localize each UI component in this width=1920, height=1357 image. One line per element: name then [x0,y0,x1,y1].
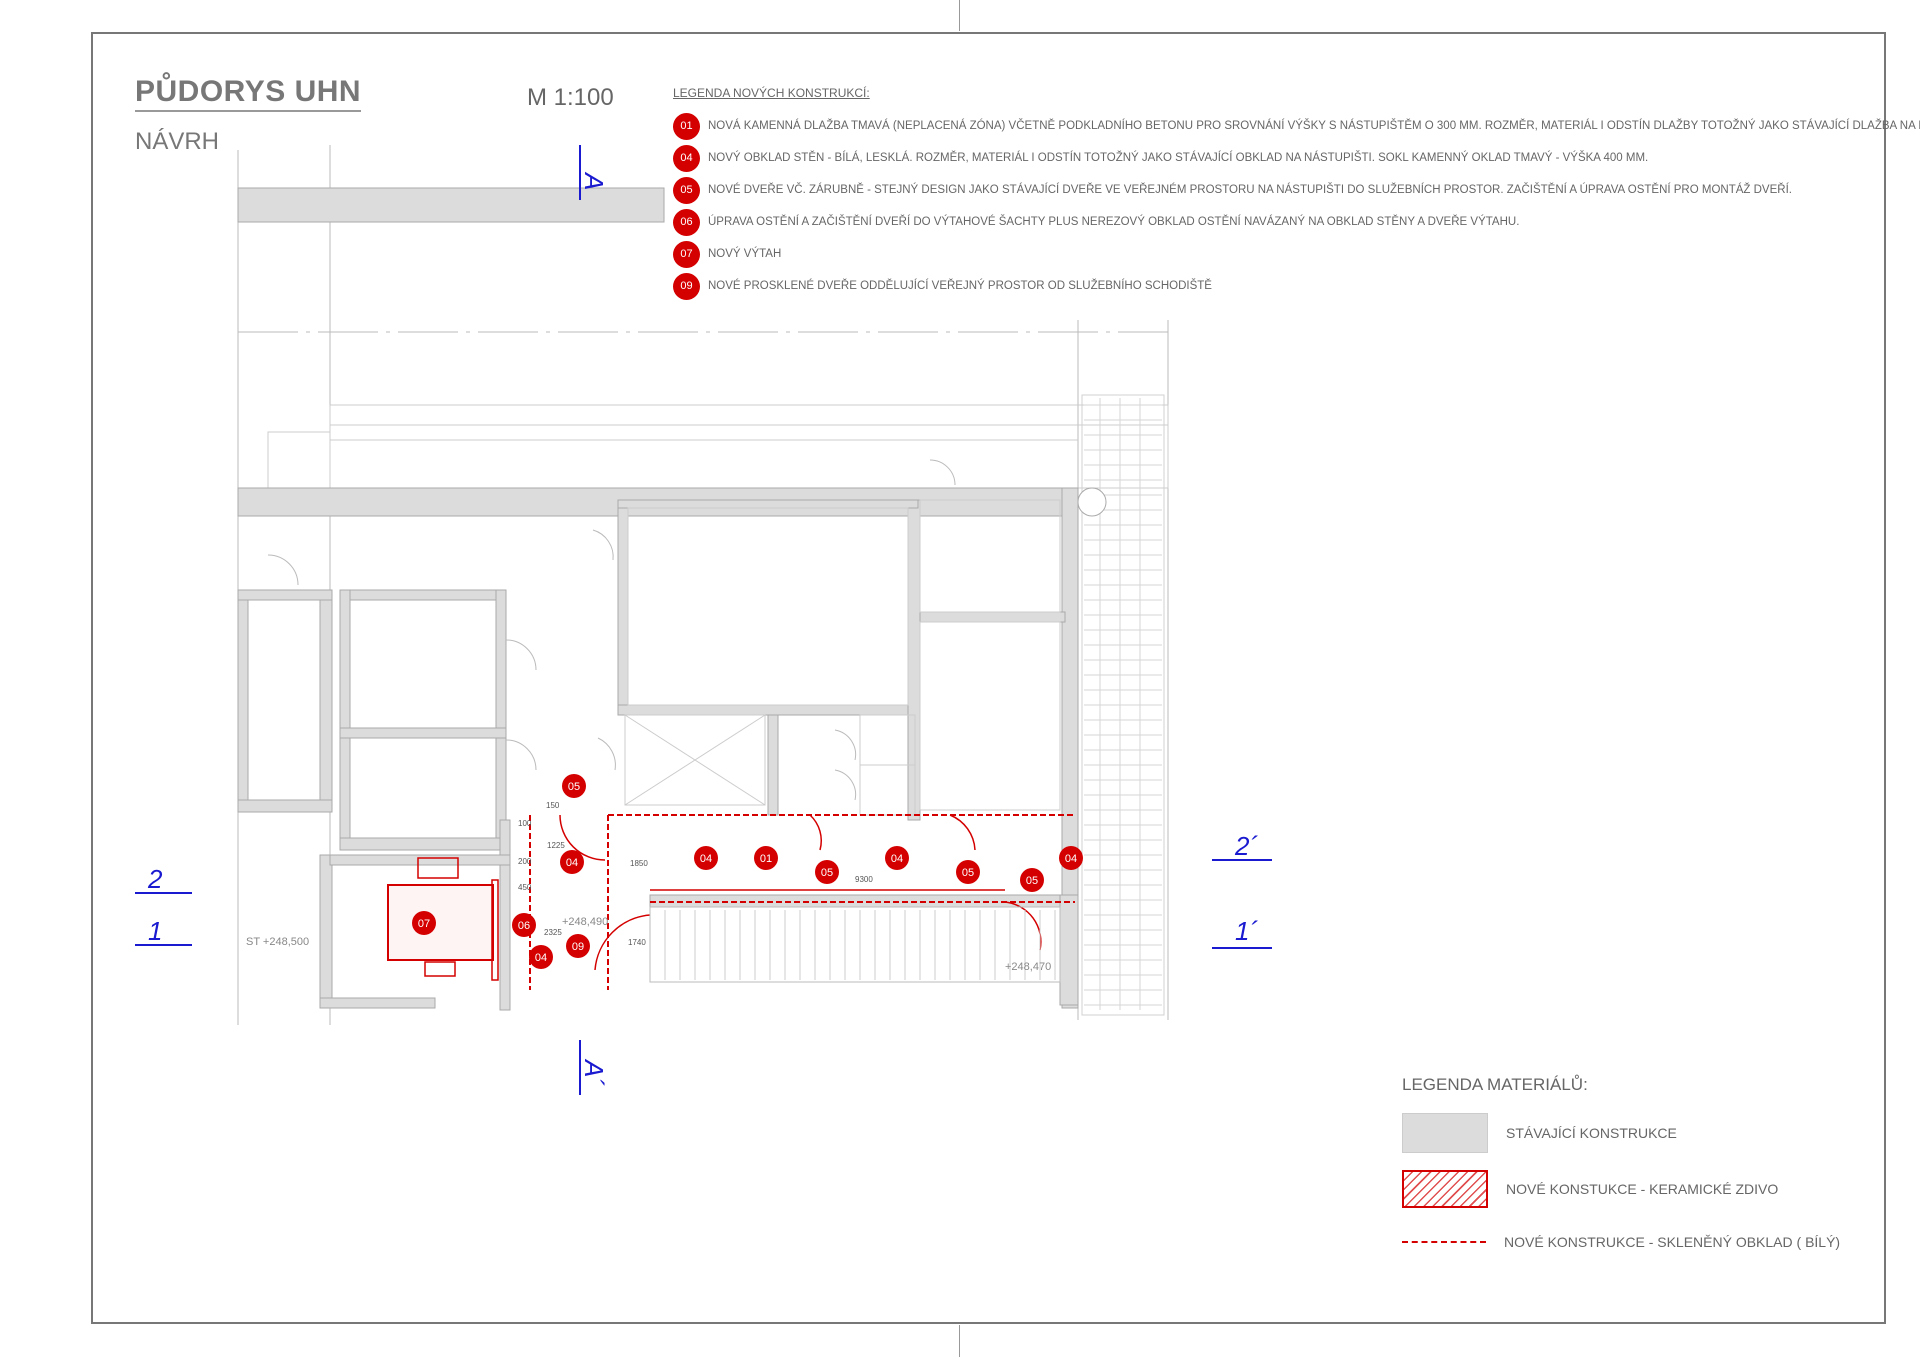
legend-text: NOVÁ KAMENNÁ DLAŽBA TMAVÁ (NEPLACENÁ ZÓN… [708,120,1920,132]
plan-marker-06: 06 [512,913,536,937]
plan-marker-05: 05 [1020,868,1044,892]
legend-item: 06 ÚPRAVA OSTĚNÍ A ZAČIŠTĚNÍ DVEŘÍ DO VÝT… [673,206,1873,238]
legend-badge: 01 [673,112,700,140]
svg-text:04: 04 [566,857,578,869]
level-2: +248,470 [1005,961,1051,973]
legend-new-list: 01 NOVÁ KAMENNÁ DLAŽBA TMAVÁ (NEPLACENÁ Z… [673,110,1920,302]
section-1p: 1´ [1235,916,1258,946]
plan-marker-04: 04 [560,850,584,874]
plan-marker-09: 09 [566,934,590,958]
svg-text:05: 05 [568,781,580,793]
svg-text:05: 05 [821,867,833,879]
existing-walls [237,487,1079,1011]
platform-band [237,187,665,223]
plan-marker-07: 07 [412,911,436,935]
level-labels: ST +248,500 +248,490 +248,470 [246,916,1051,973]
dimension-labels: 150 100 1225 1850 200 450 2325 1740 9300 [518,801,873,947]
legend-badge: 05 [673,176,700,204]
legend-badge: 06 [673,208,700,236]
top-sheet-tick [959,0,960,31]
svg-text:06: 06 [518,920,530,932]
dim: 150 [546,801,560,810]
section-2p: 2´ [1234,831,1258,861]
legend-item: 01 NOVÁ KAMENNÁ DLAŽBA TMAVÁ (NEPLACENÁ Z… [673,110,1920,142]
section-a-bottom: A´ [579,1058,609,1086]
legend-badge: 04 [673,144,700,172]
svg-text:09: 09 [572,941,584,953]
section-a-top: A [579,171,609,190]
dim: 1225 [547,841,565,850]
material-ceramic: NOVÉ KONSTUKCE - KERAMICKÉ ZDIVO [1402,1170,1778,1208]
legend-item: 05 NOVÉ DVEŘE VČ. ZÁRUBNĚ - STEJNÝ DESIGN… [673,174,1873,206]
legend-item: 07 NOVÝ VÝTAH [673,238,1873,270]
lift-shaft [387,857,499,981]
svg-text:04: 04 [891,853,903,865]
dim: 1850 [630,859,648,868]
section-2: 2 [147,864,163,894]
tiled-strip [1081,394,1165,1016]
legend-text: NOVÝ OBKLAD STĚN - BÍLÁ, LESKLÁ. ROZMĚR,… [708,152,1649,164]
room-outlines [624,499,1061,816]
dim: 450 [518,883,532,892]
door-swings [267,459,956,801]
legend-item: 09 NOVÉ PROSKLENÉ DVEŘE ODDĚLUJÍCÍ VEŘEJN… [673,270,1873,302]
level-1: +248,490 [562,916,608,928]
swatch-glass [1402,1241,1486,1243]
swatch-ceramic [1402,1170,1488,1208]
svg-text:01: 01 [760,853,772,865]
legend-new-title: LEGENDA NOVÝCH KONSTRUKCÍ: [673,86,870,100]
plan-marker-05: 05 [956,860,980,884]
legend-materials-title: LEGENDA MATERIÁLŮ: [1402,1075,1588,1094]
material-label: STÁVAJÍCÍ KONSTRUKCE [1506,1125,1677,1141]
drawing-frame [91,32,1886,1324]
dim: 200 [518,857,532,866]
level-st: ST +248,500 [246,936,309,948]
svg-text:04: 04 [700,853,712,865]
legend-text: NOVÉ PROSKLENÉ DVEŘE ODDĚLUJÍCÍ VEŘEJNÝ … [708,280,1212,292]
staircase [649,906,1061,983]
section-1: 1 [148,916,162,946]
svg-text:05: 05 [1026,875,1038,887]
section-labels: A A´ 2 1 2´ 1´ [147,171,1258,1086]
plan-marker-05: 05 [562,774,586,798]
legend-item: 04 NOVÝ OBKLAD STĚN - BÍLÁ, LESKLÁ. ROZMĚ… [673,142,1873,174]
dim: 1740 [628,938,646,947]
plan-marker-04: 04 [529,945,553,969]
legend-badge: 07 [673,240,700,268]
dim: 2325 [544,928,562,937]
dim: 100 [518,819,532,828]
plan-marker-04: 04 [885,846,909,870]
plan-markers: 05 04 04 01 05 04 05 05 04 07 06 04 09 [412,774,1083,969]
material-existing: STÁVAJÍCÍ KONSTRUKCE [1402,1113,1677,1153]
legend-text: ÚPRAVA OSTĚNÍ A ZAČIŠTĚNÍ DVEŘÍ DO VÝTAH… [708,216,1520,228]
plan-marker-01: 01 [754,846,778,870]
column-circle [1077,487,1107,517]
section-marks [135,145,1272,1095]
dim: 9300 [855,875,873,884]
new-doors [559,814,1042,971]
material-label: NOVÉ KONSTUKCE - KERAMICKÉ ZDIVO [1506,1181,1779,1197]
plan-marker-05: 05 [815,860,839,884]
drawing-scale: M 1:100 [527,84,614,111]
svg-text:07: 07 [418,918,430,930]
svg-text:04: 04 [535,952,547,964]
material-glass: NOVÉ KONSTRUKCE - SKLENĚNÝ OBKLAD ( BÍLÝ… [1402,1234,1840,1250]
swatch-existing [1402,1113,1488,1153]
bottom-sheet-tick [959,1325,960,1357]
svg-text:05: 05 [962,867,974,879]
plan-marker-04: 04 [1059,846,1083,870]
drawing-title: PŮDORYS UHN [135,76,362,112]
legend-badge: 09 [673,272,700,300]
drawing-subtitle: NÁVRH [135,128,220,155]
material-label: NOVÉ KONSTRUKCE - SKLENĚNÝ OBKLAD ( BÍLÝ… [1504,1234,1841,1250]
legend-text: NOVÝ VÝTAH [708,248,782,260]
plan-marker-04: 04 [694,846,718,870]
legend-text: NOVÉ DVEŘE VČ. ZÁRUBNĚ - STEJNÝ DESIGN J… [708,184,1792,196]
svg-text:04: 04 [1065,853,1077,865]
track-band [267,404,1169,489]
grid-lines [237,145,1169,1025]
